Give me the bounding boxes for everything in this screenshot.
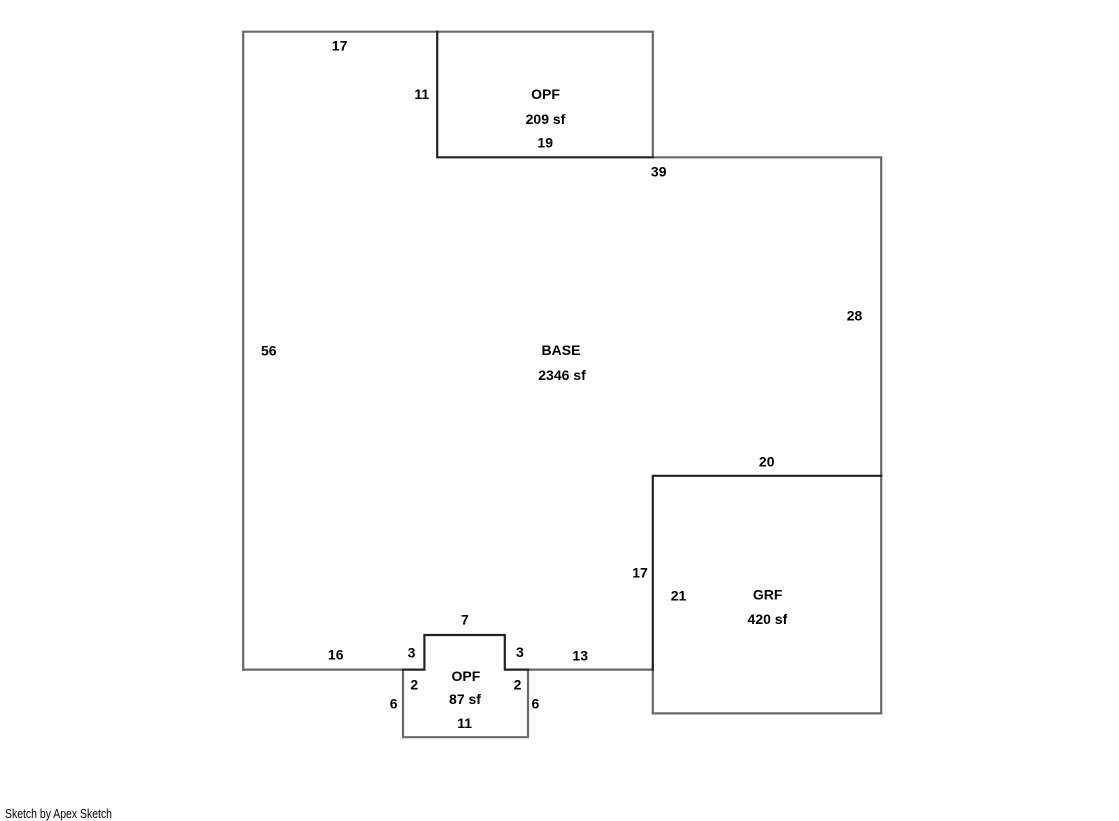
svg-text:19: 19 [537, 135, 553, 151]
svg-text:6: 6 [390, 696, 398, 712]
svg-text:13: 13 [572, 648, 588, 664]
svg-text:3: 3 [408, 645, 416, 661]
svg-text:OPF: OPF [531, 86, 560, 102]
svg-text:420 sf: 420 sf [748, 611, 788, 627]
svg-text:56: 56 [261, 343, 277, 359]
svg-text:20: 20 [759, 454, 775, 470]
svg-text:7: 7 [461, 612, 469, 628]
svg-text:6: 6 [532, 696, 540, 712]
svg-text:28: 28 [847, 308, 863, 324]
svg-text:16: 16 [328, 646, 344, 662]
svg-text:17: 17 [632, 565, 648, 581]
svg-text:39: 39 [651, 164, 667, 180]
svg-text:11: 11 [457, 715, 472, 731]
svg-text:GRF: GRF [753, 587, 783, 603]
svg-text:OPF: OPF [452, 668, 481, 684]
svg-text:87 sf: 87 sf [449, 691, 481, 707]
svg-text:2346 sf: 2346 sf [538, 367, 586, 383]
svg-text:21: 21 [671, 588, 687, 604]
svg-text:2: 2 [410, 677, 418, 693]
svg-text:209 sf: 209 sf [526, 111, 566, 127]
svg-text:17: 17 [332, 38, 348, 54]
svg-text:2: 2 [514, 677, 522, 693]
svg-text:BASE: BASE [542, 342, 581, 358]
svg-text:3: 3 [516, 644, 524, 660]
svg-text:11: 11 [414, 86, 429, 102]
svg-text:Sketch by Apex Sketch: Sketch by Apex Sketch [5, 807, 112, 821]
